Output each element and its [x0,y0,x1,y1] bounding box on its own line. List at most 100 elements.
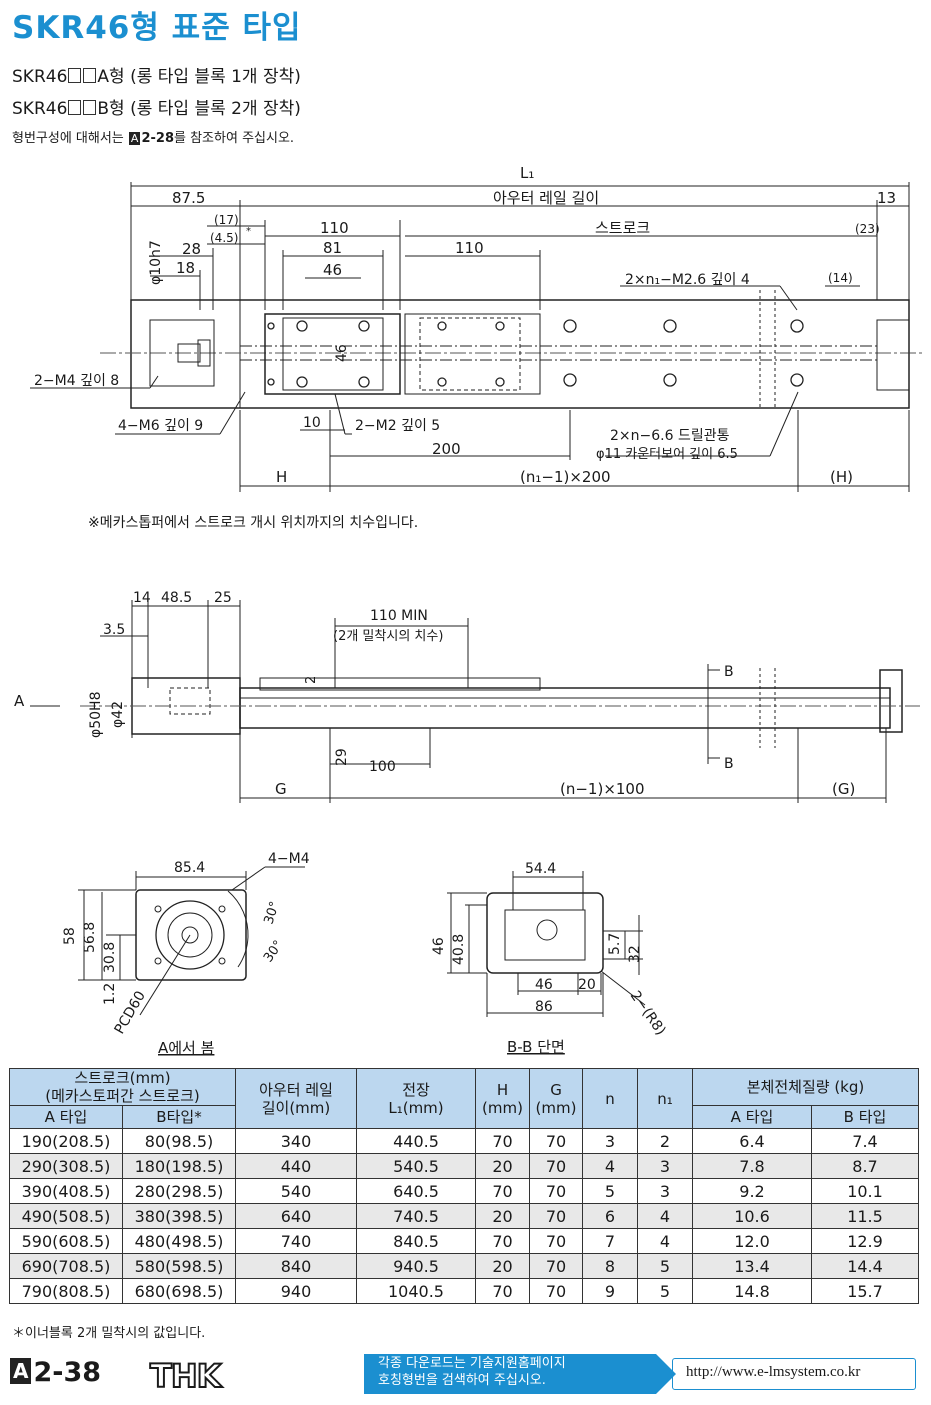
section-b-bottom: B [724,756,734,772]
dim-23: (23) [855,222,880,236]
dim3-m4: 4−M4 깊이 8 [268,851,310,867]
dim-phi10: φ10h7 [148,240,164,285]
dim4-20: 20 [578,977,596,993]
dim4-32: 32 [627,945,643,963]
dim3-1-2: 1.2 [102,983,118,1005]
url-box[interactable] [672,1358,916,1390]
dim2-48-5: 48.5 [161,590,192,606]
dim-87-5: 87.5 [172,189,205,207]
dim-4-5: (4.5) [210,231,238,245]
th-n1: n₁ [637,1068,693,1129]
dim-drill: 2×n−6.6 드릴관통 [610,428,730,444]
dim-18: 18 [176,259,195,277]
dim4-r8: 2−(R8) [627,988,669,1038]
dim-m6: 4−M6 깊이 9 [118,418,203,434]
dim4-46: 46 [431,937,447,955]
download-banner[interactable] [364,1354,676,1394]
dim-m4: 2−M4 깊이 8 [34,373,119,389]
dim-13: 13 [877,189,896,207]
dim2-29: 29 [334,748,350,766]
dim-14: (14) [828,271,853,285]
view-arrow-a: A [14,692,25,710]
dim-outer-rail: 아우터 레일 길이 [493,189,599,207]
dim-l1: L₁ [520,164,534,182]
dim2-110min: 110 MIN [370,608,428,624]
dim4-5-7: 5.7 [607,933,623,955]
th-n: n [582,1068,638,1129]
dim3-30-8: 30.8 [102,942,118,973]
dim3-30b: 30° [261,938,287,965]
dim-46: 46 [323,261,342,279]
view-from-a-drawing: 85.4 4−M4 깊이 8 30° 30° 58 56.8 30.8 1.2 … [62,851,310,1057]
th-g: G(mm) [529,1068,583,1129]
th-stroke-b: B타입* [122,1105,236,1129]
dim2-2: 2 [304,676,319,684]
top-view-drawing: L₁ 87.5 아우터 레일 길이 13 (17) (4.5) * 110 스트… [30,164,925,492]
dim4-46b: 46 [535,977,553,993]
section-b-top: B [724,664,734,680]
dim-stroke: 스트로크 [595,219,650,237]
dim-10: 10 [303,415,321,431]
dim4-86: 86 [535,999,553,1015]
section-bb-drawing: 54.4 46 40.8 5.7 32 46 20 86 2−(R8) B-B … [431,861,669,1056]
thk-logo: THK [149,1356,222,1396]
dim-110a: 110 [320,219,349,237]
dim-17: (17) [214,213,239,227]
dim-200: 200 [432,440,461,458]
th-mass-b: B 타입 [811,1105,919,1129]
dim2-phi42: φ42 [110,701,126,728]
dim3-85-4: 85.4 [174,860,205,876]
mechastop-note: ※메카스톱퍼에서 스트로크 개시 위치까지의 치수입니다. [88,515,419,531]
th-mass-a: A 타입 [692,1105,812,1129]
th-stroke-a: A 타입 [9,1105,123,1129]
dim-46v: 46 [334,344,350,362]
dim2-14: 14 [133,590,151,606]
dim3-58: 58 [62,927,78,945]
th-h: H(mm) [475,1068,530,1129]
dim-81: 81 [323,239,342,257]
dim2-25: 25 [214,590,232,606]
dim-hp: (H) [830,468,853,486]
caption-section-bb: B-B 단면 [507,1038,565,1056]
dim2-gp: (G) [832,780,855,798]
dim3-56-8: 56.8 [82,922,98,953]
dim2-110min-sub: (2개 밀착시의 치수) [333,629,443,644]
dim-28: 28 [182,240,201,258]
dim2-phi50: φ50H8 [88,692,104,738]
th-stroke: 스트로크(mm)(메카스토퍼간 스트로크) [9,1068,236,1106]
caption-view-a: A에서 봄 [158,1039,214,1057]
ref-page-link[interactable]: 2-28 [141,131,174,146]
th-mass: 본체전체질량 (kg) [692,1068,919,1106]
dim-tap-n1: 2×n₁−M2.6 깊이 4 [625,272,750,288]
dim-h: H [276,468,287,486]
dim4-40-8: 40.8 [451,934,467,965]
website-link[interactable]: http://www.e-lmsystem.co.kr [686,1364,861,1380]
dim-110b: 110 [455,239,484,257]
dim4-54-4: 54.4 [525,861,556,877]
page-title: SKR46형 표준 타입 [12,10,302,46]
dim2-g: G [275,780,287,798]
side-view-drawing: 14 48.5 25 110 MIN (2개 밀착시의 치수) 3.5 A φ5… [14,590,920,803]
dim-n1x200: (n₁−1)×200 [520,468,611,486]
inner-block-note: ＊이너블록 2개 밀착시의 값입니다. [12,1326,206,1341]
dim2-100: 100 [369,759,396,775]
dim2-nx100: (n−1)×100 [560,780,645,798]
dim-cbore: φ11 카운터보어 깊이 6.5 [596,447,738,462]
dim2-3-5: 3.5 [103,622,125,638]
dim3-30a: 30° [262,900,283,927]
